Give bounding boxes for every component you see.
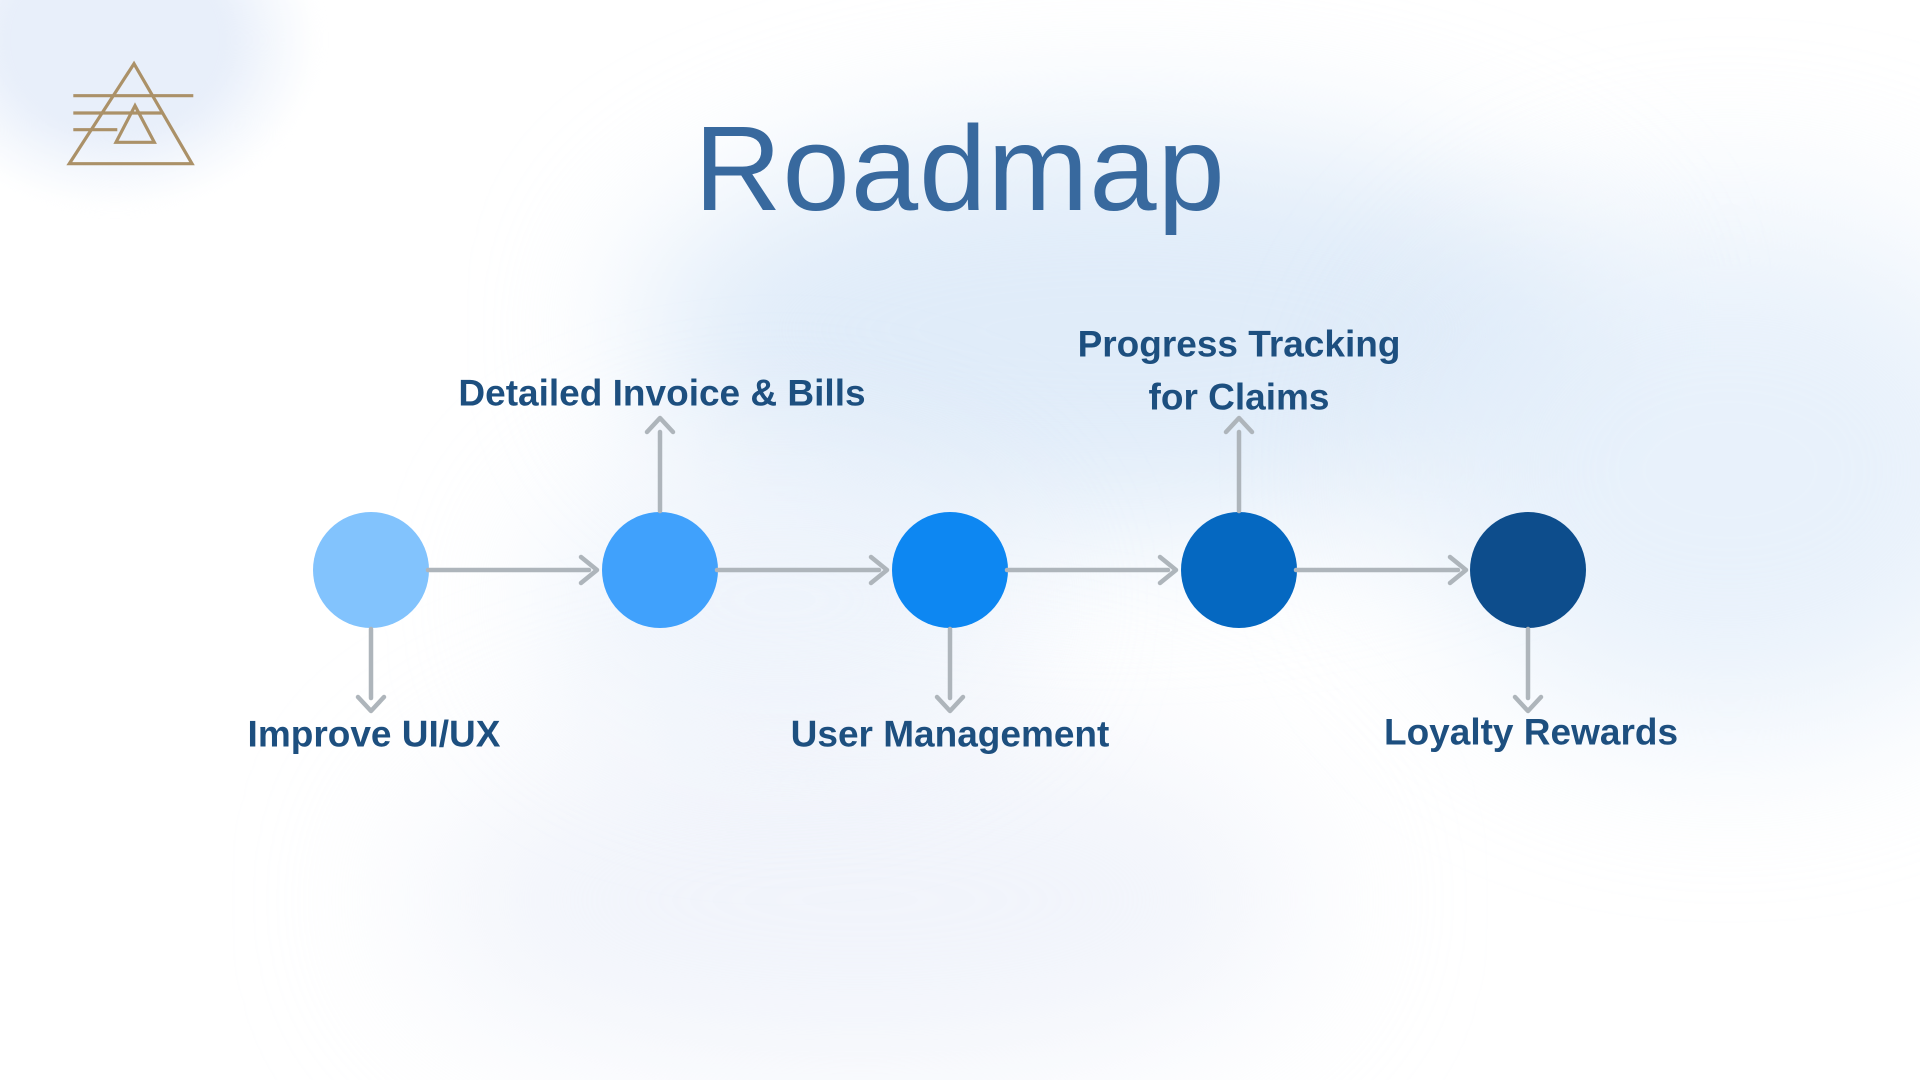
background-blob-right [1410, 210, 1920, 730]
milestone-label-progress-tracking: Progress Tracking for Claims [1077, 323, 1401, 417]
milestone-label-user-management: User Management [790, 713, 1110, 755]
milestone-circle-3 [892, 512, 1008, 628]
milestone-label-detailed-invoice: Detailed Invoice & Bills [458, 372, 866, 414]
triangle-logo-icon [66, 60, 195, 166]
page-title: Roadmap [694, 100, 1226, 237]
milestone-circle-2 [602, 512, 718, 628]
milestone-circle-1 [313, 512, 429, 628]
milestone-label-loyalty-rewards: Loyalty Rewards [1383, 711, 1679, 753]
milestone-circle-4 [1181, 512, 1297, 628]
background-blob-bottom [410, 720, 1310, 1080]
milestone-circle-5 [1470, 512, 1586, 628]
milestone-label-improve-uiux: Improve UI/UX [247, 713, 501, 755]
